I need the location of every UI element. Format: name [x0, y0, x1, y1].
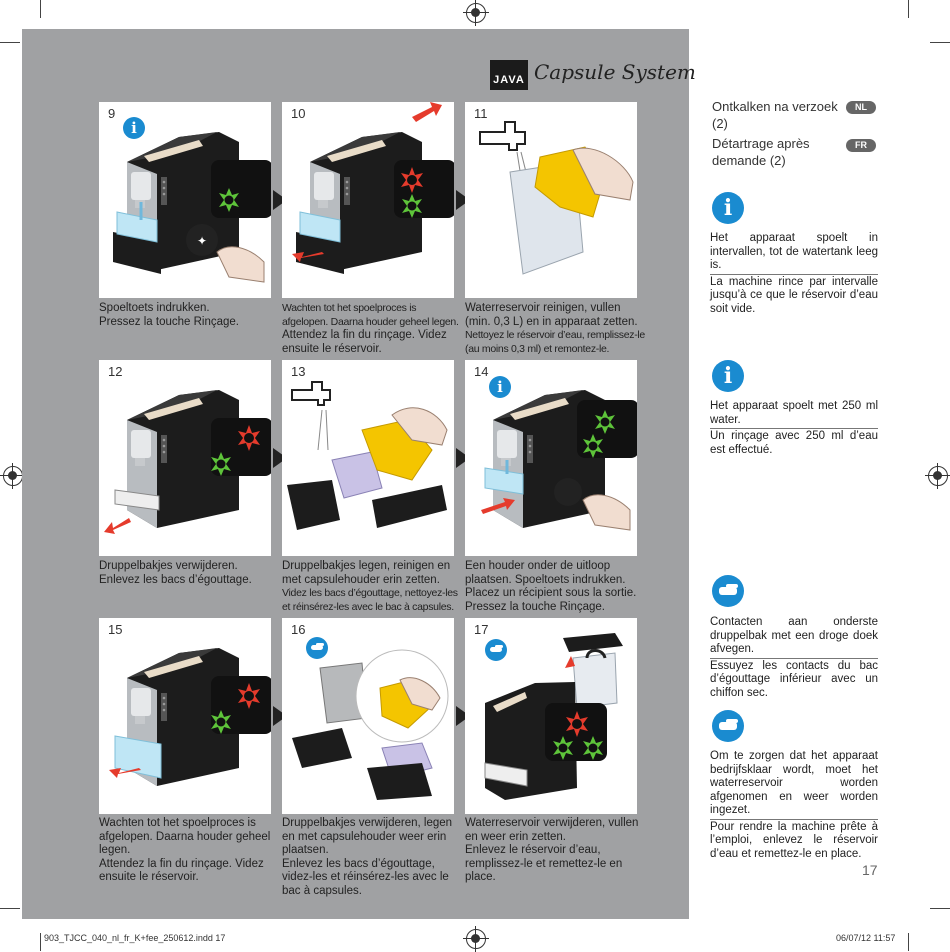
- note-nl: Om te zorgen dat het apparaat bedrijfskl…: [710, 750, 878, 820]
- hand-pointer-icon: [306, 637, 328, 659]
- step-number: 10: [291, 106, 306, 121]
- crop-mark: [908, 0, 909, 18]
- info-icon: i: [489, 376, 511, 398]
- language-badge-fr: FR: [846, 139, 876, 152]
- caption-fr: Enlevez les bacs d’égouttage, videz-les …: [282, 857, 449, 897]
- info-icon: i: [712, 192, 744, 224]
- note-nl: Het apparaat spoelt met 250 ml water.: [710, 400, 878, 429]
- caption-step-13: Druppelbakjes legen, reinigen en met cap…: [282, 560, 462, 614]
- caption-nl: Waterreservoir reinigen, vullen (min. 0,…: [465, 302, 638, 328]
- caption-nl: Waterreservoir verwijderen, vullen en we…: [465, 817, 639, 843]
- note-nl: Het apparaat spoelt in intervallen, tot …: [710, 232, 878, 275]
- note-fr: Pour rendre la machine prête à l’emploi,…: [710, 820, 878, 860]
- step-9-panel: 9 ✦ i: [99, 102, 271, 298]
- caption-fr: Enlevez le réservoir d’eau, remplissez-l…: [465, 844, 623, 883]
- caption-step-9: Spoeltoets indrukken. Pressez la touche …: [99, 302, 279, 329]
- note-3: Contacten aan onderste druppelbak met ee…: [710, 616, 878, 700]
- step-14-illustration: [481, 390, 637, 531]
- step-11-panel: 11: [465, 102, 637, 298]
- caption-fr: Videz les bacs d’égouttage, nettoyez-les…: [282, 587, 458, 613]
- note-1: Het apparaat spoelt in intervallen, tot …: [710, 232, 878, 316]
- info-icon: i: [712, 360, 744, 392]
- step-15-illustration: [109, 648, 271, 786]
- step-number: 11: [474, 106, 488, 121]
- note-nl: Contacten aan onderste druppelbak met ee…: [710, 616, 878, 659]
- hand-pointer-icon: [712, 575, 744, 607]
- caption-nl: Spoeltoets indrukken.: [99, 302, 210, 314]
- caption-fr: Pressez la touche Rinçage.: [99, 315, 239, 328]
- step-17-panel: 17: [465, 618, 637, 814]
- crop-mark: [0, 908, 20, 909]
- hand-pointer-icon: [712, 710, 744, 742]
- caption-nl: Wachten tot het spoelproces is afgelopen…: [99, 817, 271, 856]
- step-number: 17: [474, 622, 489, 637]
- registration-mark-icon: [463, 0, 489, 26]
- caption-nl: Druppelbakjes legen, reinigen en met cap…: [282, 560, 451, 586]
- caption-fr: Nettoyez le réservoir d’eau, remplissez-…: [465, 329, 645, 355]
- note-2: Het apparaat spoelt met 250 ml water. Un…: [710, 400, 878, 457]
- crop-mark: [0, 42, 20, 43]
- caption-fr: Enlevez les bacs d’égouttage.: [99, 573, 252, 586]
- caption-nl: Een houder onder de uitloop plaatsen. Sp…: [465, 560, 626, 586]
- section-title-fr: Détartrage après demande (2): [712, 136, 810, 168]
- note-fr: Un rinçage avec 250 ml d’eau est effectu…: [710, 430, 878, 456]
- caption-nl: Druppelbakjes verwijderen.: [99, 560, 238, 572]
- step-10-panel: 10: [282, 102, 454, 298]
- slug-file: 903_TJCC_040_nl_fr_K+fee_250612.indd 17: [44, 933, 226, 943]
- caption-step-17: Waterreservoir verwijderen, vullen en we…: [465, 817, 645, 885]
- step-13-illustration: [287, 381, 448, 530]
- page-number: 17: [862, 862, 878, 878]
- caption-fr: Attendez la fin du rinçage. Videz ensuit…: [99, 857, 264, 884]
- info-icon: i: [123, 117, 145, 139]
- step-number: 14: [474, 364, 489, 379]
- crop-mark: [930, 42, 950, 43]
- capsule-system-tagline: Capsule System: [534, 60, 696, 84]
- step-13-panel: 13: [282, 360, 454, 556]
- caption-step-11: Waterreservoir reinigen, vullen (min. 0,…: [465, 302, 645, 356]
- step-12-illustration: [104, 390, 271, 534]
- note-fr: Essuyez les contacts du bac d’égouttage …: [710, 659, 878, 699]
- caption-step-16: Druppelbakjes verwijderen, legen en met …: [282, 817, 462, 898]
- step-10-illustration: [292, 102, 454, 274]
- registration-mark-icon: [925, 463, 950, 489]
- crop-mark: [40, 0, 41, 18]
- caption-fr: Placez un récipient sous la sortie. Pres…: [465, 587, 637, 613]
- registration-mark-icon: [0, 463, 26, 489]
- crop-mark: [908, 933, 909, 951]
- section-title-nl: Ontkalken na verzoek (2): [712, 99, 838, 131]
- hand-pointer-icon: [485, 639, 507, 661]
- step-number: 13: [291, 364, 306, 379]
- caption-step-12: Druppelbakjes verwijderen. Enlevez les b…: [99, 560, 279, 587]
- note-fr: La machine rince par intervalle jusqu’à …: [710, 275, 878, 315]
- language-badge-nl: NL: [846, 101, 876, 114]
- step-number: 15: [108, 622, 123, 637]
- step-number: 16: [291, 622, 306, 637]
- step-9-illustration: ✦: [113, 132, 271, 283]
- step-12-panel: 12: [99, 360, 271, 556]
- step-16-illustration: [292, 649, 449, 800]
- crop-mark: [40, 933, 41, 951]
- caption-step-14: Een houder onder de uitloop plaatsen. Sp…: [465, 560, 645, 614]
- slug-date: 06/07/12 11:57: [836, 933, 896, 943]
- java-logo: JAVA: [490, 60, 528, 90]
- svg-text:✦: ✦: [197, 234, 207, 248]
- step-number: 12: [108, 364, 123, 379]
- step-15-panel: 15: [99, 618, 271, 814]
- caption-nl: Druppelbakjes verwijderen, legen en met …: [282, 817, 453, 856]
- step-16-panel: 16: [282, 618, 454, 814]
- registration-mark-icon: [463, 926, 489, 952]
- caption-step-10: Wachten tot het spoelproces is afgelopen…: [282, 302, 462, 356]
- step-17-illustration: [484, 633, 623, 800]
- step-number: 9: [108, 106, 116, 121]
- caption-fr: Attendez la fin du rinçage. Videz ensuit…: [282, 329, 447, 355]
- note-4: Om te zorgen dat het apparaat bedrijfskl…: [710, 750, 878, 861]
- crop-mark: [930, 908, 950, 909]
- step-14-panel: 14 i: [465, 360, 637, 556]
- caption-step-15: Wachten tot het spoelproces is afgelopen…: [99, 817, 279, 885]
- caption-nl: Wachten tot het spoelproces is afgelopen…: [282, 302, 459, 328]
- step-11-illustration: [479, 121, 634, 275]
